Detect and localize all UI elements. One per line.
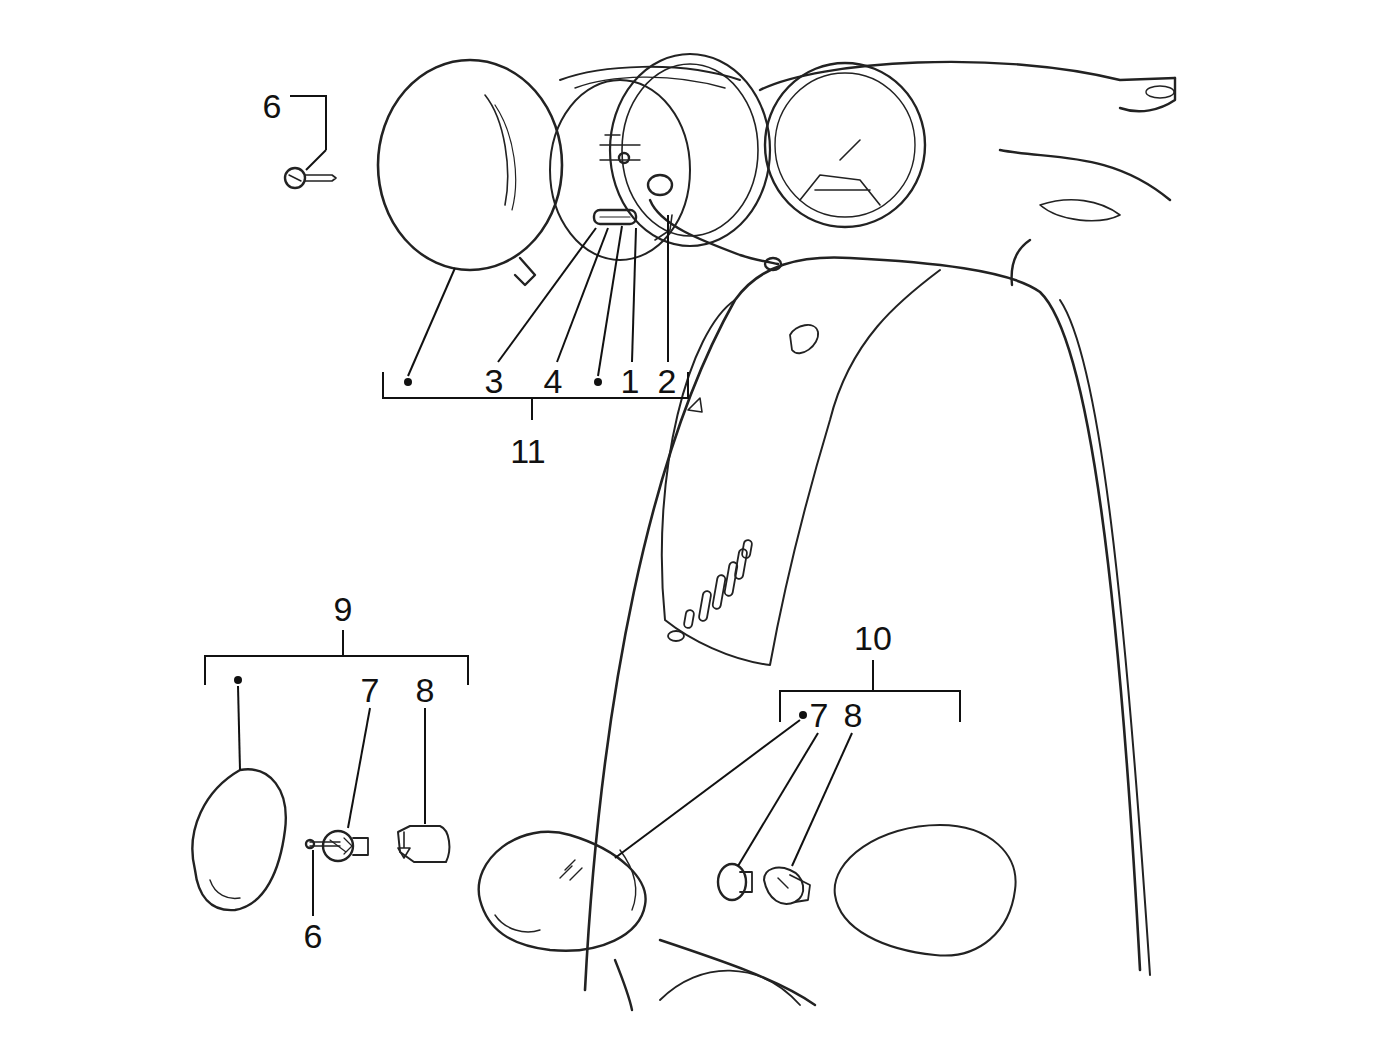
bulb-socket <box>790 875 810 902</box>
leader-line <box>424 708 426 824</box>
callout-number: 8 <box>414 673 437 707</box>
bulb-socket <box>398 826 449 862</box>
socket-contacts <box>398 832 410 858</box>
bulb-base <box>353 838 368 855</box>
screw-slot <box>289 175 301 181</box>
parking-bulb <box>648 175 672 195</box>
bulb-filament <box>600 216 630 217</box>
leader-line <box>557 228 608 362</box>
bulb-holder <box>594 210 636 224</box>
bulb <box>619 153 629 163</box>
leader-line <box>238 686 240 770</box>
leader-line <box>738 733 818 866</box>
callout-number: 10 <box>852 621 894 655</box>
callout-number: 7 <box>808 698 831 732</box>
callout-number: 1 <box>619 364 642 398</box>
callout-number: 3 <box>483 364 506 398</box>
headlight-ring-top <box>575 77 725 88</box>
bulb-socket <box>764 868 803 904</box>
leg-shield-outline <box>585 257 1140 990</box>
callout-number: 7 <box>359 673 382 707</box>
bracket <box>383 372 688 398</box>
headlight-lens <box>378 60 562 270</box>
indicator-seat <box>835 825 1016 956</box>
bracket-stem <box>872 660 874 691</box>
bullet-dot <box>404 378 412 386</box>
leader-line <box>312 850 314 916</box>
screw-head <box>306 840 314 848</box>
speedometer-rim <box>765 63 925 227</box>
emblem-slot <box>790 325 818 353</box>
callout-number: 6 <box>302 919 325 953</box>
bullet-dot <box>594 378 602 386</box>
bullet-dot <box>234 676 242 684</box>
socket-key <box>778 878 788 888</box>
indicator-bulb <box>718 864 746 900</box>
shield-lower-edge <box>660 971 800 1005</box>
indicator-lens <box>479 832 646 951</box>
screw-head <box>285 168 305 188</box>
cover-detail <box>1040 200 1120 221</box>
leader-line <box>792 733 852 866</box>
leg-shield-edge <box>1060 300 1150 975</box>
callout-number: 11 <box>508 434 547 468</box>
cable <box>1012 240 1030 285</box>
lens-highlight <box>485 95 508 205</box>
bullet-dot <box>799 711 807 719</box>
lens-highlight <box>620 850 636 910</box>
body-edge <box>660 940 815 1005</box>
callout-number: 2 <box>656 364 679 398</box>
callout-number: 4 <box>542 364 565 398</box>
leader-line <box>306 150 326 170</box>
callout-number: 9 <box>332 592 355 626</box>
emblem <box>688 398 702 412</box>
horn-grille <box>668 539 753 641</box>
cover-detail <box>1146 86 1174 98</box>
callout-number: 6 <box>261 89 284 123</box>
leader-line <box>632 228 636 362</box>
leader-lines <box>205 96 960 916</box>
lens-highlight <box>495 105 516 210</box>
leader-line <box>667 215 669 362</box>
headlight-ring-top <box>560 67 740 80</box>
leader-line <box>408 268 455 376</box>
lens-tab <box>515 258 535 285</box>
speedometer-face <box>775 73 915 217</box>
leader-line <box>348 708 370 828</box>
screw-shank <box>305 175 336 181</box>
wire <box>650 200 778 264</box>
indicator-stem <box>615 960 632 1010</box>
leader-line <box>615 720 800 858</box>
headlight-rim-inner <box>622 64 758 236</box>
bulb-base <box>740 872 752 892</box>
bullet-dots <box>234 378 807 719</box>
wire <box>655 215 672 240</box>
lens-highlight <box>495 915 540 932</box>
leader-line <box>290 96 326 150</box>
bracket-stem <box>342 630 344 656</box>
callout-number: 8 <box>842 698 865 732</box>
leader-line <box>598 226 622 376</box>
indicator-lens <box>192 769 285 910</box>
bracket <box>780 691 960 722</box>
speedometer-detail <box>800 140 880 205</box>
lens-ribs <box>560 860 582 880</box>
handlebar-cover-edge <box>1120 78 1175 111</box>
leader-line <box>498 228 596 362</box>
horn-cover <box>662 270 940 665</box>
bracket-stem <box>531 398 533 420</box>
lens-highlight <box>210 880 240 898</box>
cover-curve <box>1000 150 1170 200</box>
